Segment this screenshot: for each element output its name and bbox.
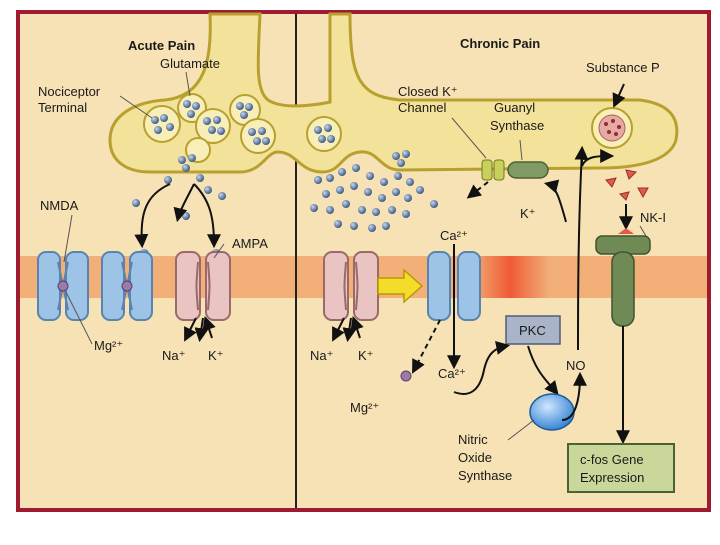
nmda-channel-2 [101, 251, 153, 321]
no-label: NO [566, 358, 586, 373]
k-label-left: K⁺ [208, 348, 224, 363]
nmda-label: NMDA [40, 198, 79, 213]
nociceptor-label-2: Terminal [38, 100, 87, 115]
na-label-left: Na⁺ [162, 348, 185, 363]
nociceptor-label-1: Nociceptor [38, 84, 101, 99]
closed-k-label-2: Channel [398, 100, 447, 115]
acute-pain-title: Acute Pain [128, 38, 195, 53]
closed-k-channel [481, 159, 505, 181]
cfos-label-2: Expression [580, 470, 644, 485]
nk1-receptor [595, 228, 651, 327]
guanyl-label-2: Synthase [490, 118, 544, 133]
nos-label-1: Nitric [458, 432, 488, 447]
substance-p-label: Substance P [586, 60, 660, 75]
mg-ion-right [400, 370, 412, 382]
glutamate-label: Glutamate [160, 56, 220, 71]
substance-p-release [605, 169, 649, 201]
nos-label-2: Oxide [458, 450, 492, 465]
cfos-label-1: c-fos Gene [580, 452, 644, 467]
nk1-label: NK-I [640, 210, 666, 225]
ca-label-top: Ca²⁺ [440, 228, 468, 243]
guanyl-label-1: Guanyl [494, 100, 535, 115]
ampa-channel [175, 251, 231, 321]
chronic-pain-title: Chronic Pain [460, 36, 540, 51]
nitric-oxide-synthase [529, 393, 575, 431]
membrane-activation-glow [470, 256, 550, 298]
mg-label-left: Mg²⁺ [94, 338, 123, 353]
substance-p-vesicle [591, 107, 633, 149]
na-label-right: Na⁺ [310, 348, 333, 363]
vesicle-contents [151, 100, 410, 172]
closed-k-label-1: Closed K⁺ [398, 84, 458, 99]
nmda-channel-1 [37, 251, 89, 321]
pkc-box [505, 315, 561, 345]
pkc-label: PKC [519, 323, 546, 338]
cfos-box [567, 443, 675, 493]
k-label-right: K⁺ [358, 348, 374, 363]
mg-label-right: Mg²⁺ [350, 400, 379, 415]
k-plus-label-right: K⁺ [520, 206, 536, 221]
ca-label-bottom: Ca²⁺ [438, 366, 466, 381]
guanyl-synthase [507, 161, 549, 179]
nmda-channel-right [427, 251, 481, 321]
nos-label-3: Synthase [458, 468, 512, 483]
depolarization-arrow [377, 268, 424, 304]
ampa-channel-right [323, 251, 379, 321]
ampa-label: AMPA [232, 236, 268, 251]
